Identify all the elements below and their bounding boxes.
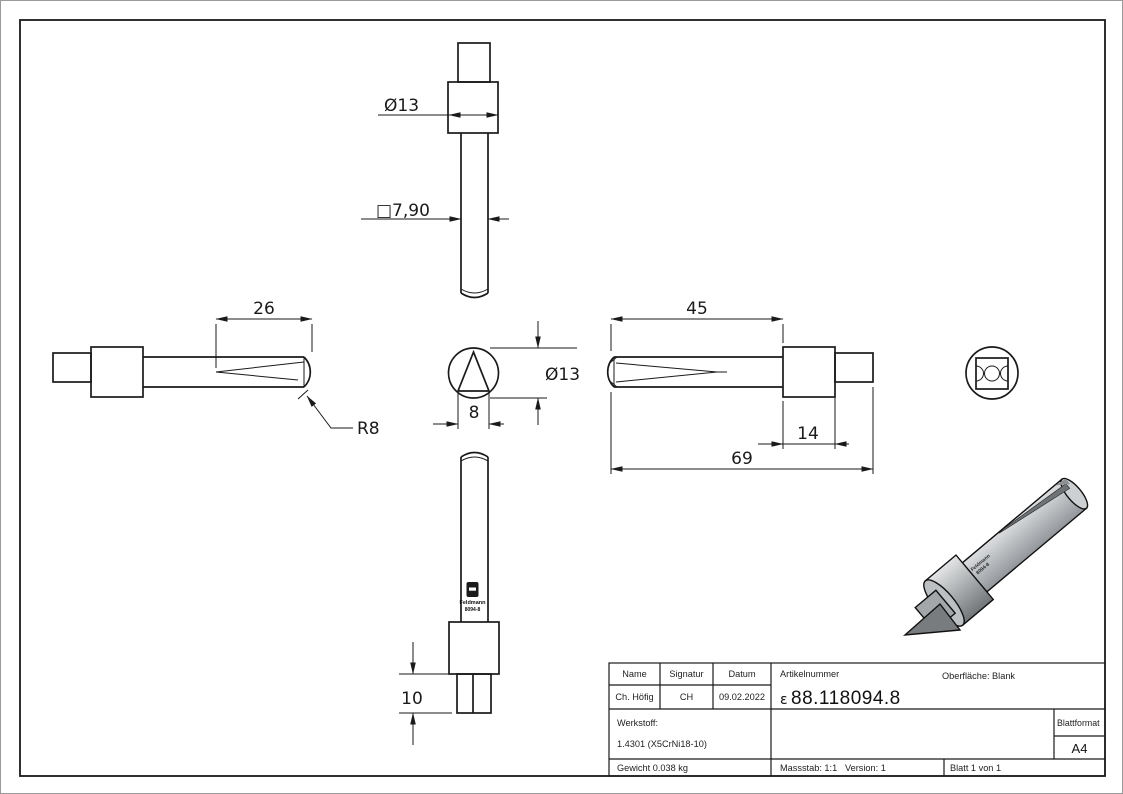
article-number: 88.118094.8: [791, 688, 901, 709]
view-top: Ø13 □7,90: [361, 42, 509, 299]
dim-shaft-length-label: 45: [686, 299, 708, 319]
dim-top-square-label: □7,90: [376, 201, 430, 221]
blattformat-label: Blattformat: [1057, 718, 1100, 728]
dim-stub-length-label: 10: [401, 689, 423, 709]
gewicht-value: Gewicht 0.038 kg: [617, 763, 688, 773]
view-left: 26 R8: [52, 299, 380, 439]
iso-stub-shadow-face: [902, 602, 962, 636]
drawing-frame: [19, 19, 1106, 777]
article-prefix: ε: [780, 692, 788, 708]
dim-overall-length-label: 69: [731, 449, 753, 469]
name-label: Name: [622, 669, 647, 679]
dim-tip-radius-label: R8: [357, 419, 380, 439]
view-right: 45 14 69: [606, 299, 874, 474]
stub-end-square: [975, 357, 1009, 390]
massstab-value: Massstab: 1:1: [780, 763, 837, 773]
left-stub-outline: [52, 352, 92, 383]
blattformat-value: A4: [1072, 741, 1088, 756]
werkstoff-label: Werkstoff:: [617, 718, 658, 728]
iso-flute-notch: [1055, 478, 1071, 486]
tip-triangle-outline: [456, 349, 491, 392]
part-code-text: 8094-8: [465, 607, 481, 613]
version-value: Version: 1: [845, 763, 886, 773]
view-bottom: Feldmann 8094-8 10: [399, 451, 500, 745]
left-collar-outline: [90, 346, 144, 398]
shaft-marking: Feldmann 8094-8: [460, 582, 487, 613]
werkstoff-value: 1.4301 (X5CrNi18-10): [617, 739, 707, 749]
signatur-value: CH: [680, 692, 693, 702]
artikelnummer-label: Artikelnummer: [780, 669, 839, 679]
datum-label: Datum: [728, 669, 755, 679]
dim-top-diameter-label: Ø13: [384, 96, 419, 116]
brand-name-text: Feldmann: [460, 600, 487, 606]
view-end-stub: [965, 346, 1019, 400]
name-value: Ch. Höfig: [615, 692, 653, 702]
dim-flute-length-label: 26: [253, 299, 275, 319]
blatt-value: Blatt 1 von 1: [950, 763, 1001, 773]
dim-front-width-label: 8: [469, 403, 480, 423]
dim-front-diameter-label: Ø13: [545, 365, 580, 385]
dim-collar-length-label: 14: [797, 424, 819, 444]
datum-value: 09.02.2022: [719, 692, 765, 702]
right-stub-outline: [834, 352, 874, 383]
oberflaeche-value: Oberfläche: Blank: [942, 671, 1015, 681]
tip-circle-outline: [447, 347, 500, 399]
signatur-label: Signatur: [669, 669, 703, 679]
top-collar-outline: [447, 81, 499, 134]
iso-render: Feldmann 8094-8: [902, 477, 1089, 636]
stub-end-circle: [965, 346, 1019, 400]
bottom-collar-outline: [448, 621, 500, 675]
right-collar-outline: [782, 346, 836, 398]
bottom-stub-outline: [456, 673, 492, 714]
title-block: Name Signatur Datum Ch. Höfig CH 09.02.2…: [608, 662, 1106, 777]
view-front-tip: Ø13 8: [433, 321, 580, 429]
top-stub-outline: [457, 42, 491, 83]
